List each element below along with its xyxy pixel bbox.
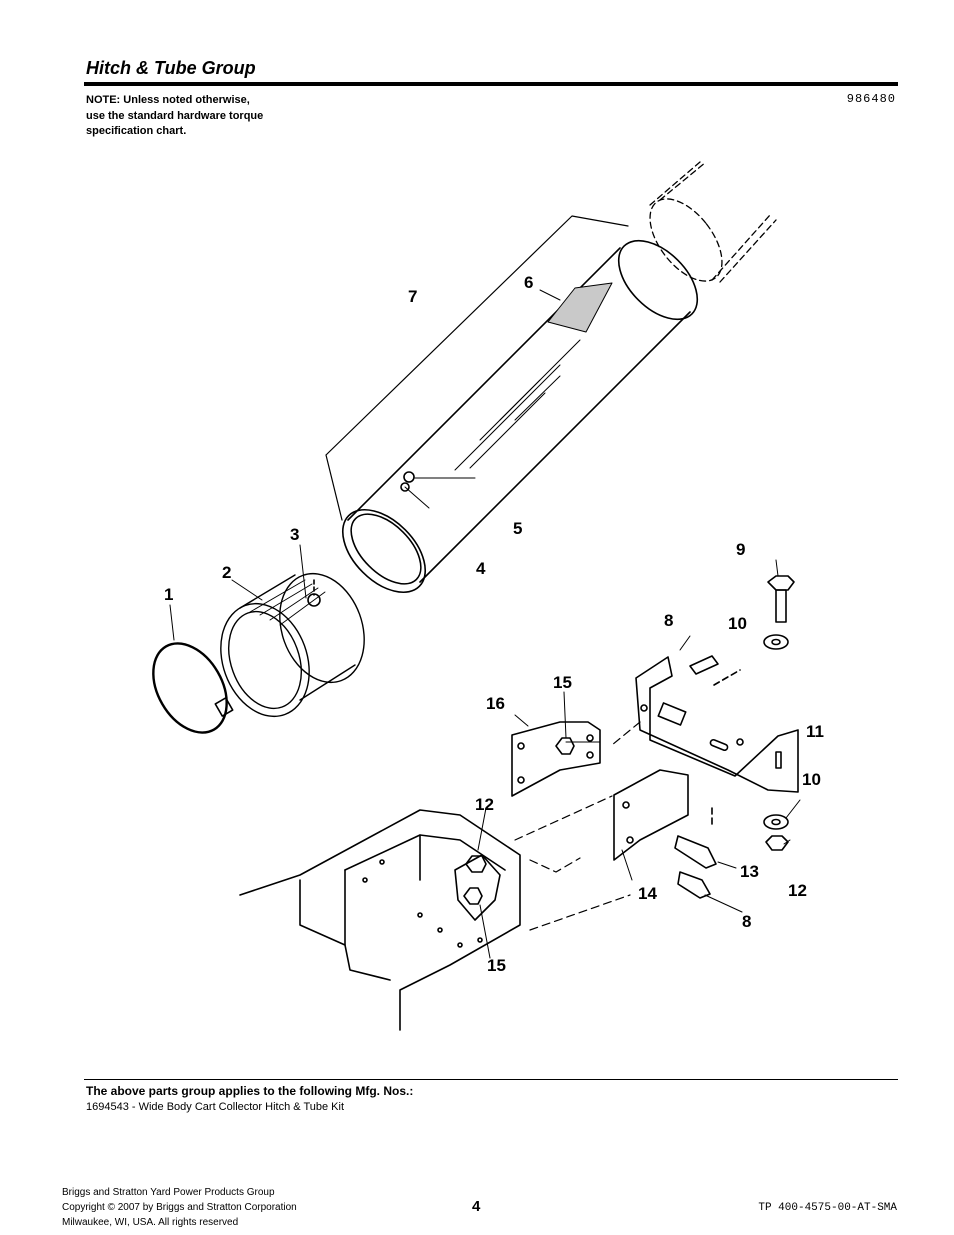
callout-13: 13	[740, 862, 759, 881]
hose-clamp	[152, 642, 228, 734]
callout-4: 4	[476, 559, 486, 578]
callout-12-left: 12	[475, 795, 494, 814]
callout-11: 11	[806, 722, 824, 741]
document-code: TP 400-4575-00-AT-SMA	[758, 1202, 897, 1214]
footer-copyright: Copyright © 2007 by Briggs and Stratton …	[62, 1202, 297, 1213]
item-7-bracket	[325, 215, 629, 521]
mfg-number-item: 1694543 - Wide Body Cart Collector Hitch…	[86, 1101, 345, 1113]
footer-rule	[84, 1079, 898, 1080]
cart-frame	[239, 809, 521, 1031]
applies-heading: The above parts group applies to the fol…	[86, 1084, 414, 1098]
callout-5: 5	[513, 519, 522, 538]
callout-15-lower: 15	[487, 956, 506, 975]
header-rule	[84, 82, 898, 86]
page-number: 4	[472, 1198, 481, 1215]
callout-6: 6	[524, 273, 533, 292]
footer-company-block: Briggs and Stratton Yard Power Products …	[62, 1185, 297, 1230]
torque-note: NOTE: Unless noted otherwise, use the st…	[86, 93, 316, 140]
note-line-1: NOTE: Unless noted otherwise,	[86, 94, 250, 106]
callout-9: 9	[736, 540, 745, 559]
note-line-3: specification chart.	[86, 125, 187, 137]
callout-1: 1	[164, 585, 173, 604]
callout-14: 14	[638, 884, 657, 903]
callout-7: 7	[408, 287, 417, 306]
diagram-number: 986480	[846, 92, 896, 106]
angle-bracket	[613, 769, 689, 861]
exploded-parts-diagram: 1 2 3 4 5 6 7 8 8 9 10 10 11 12 12 13 14…	[152, 161, 824, 1031]
footer-location: Milwaukee, WI, USA. All rights reserved	[62, 1217, 239, 1228]
callout-12-right: 12	[788, 881, 807, 900]
callout-8-lower: 8	[742, 912, 751, 931]
callout-15-upper: 15	[553, 673, 572, 692]
plate-bracket	[511, 721, 601, 797]
hitch-bracket	[635, 656, 799, 793]
flex-hose	[220, 572, 365, 718]
callout-10-upper: 10	[728, 614, 747, 633]
decal	[547, 282, 613, 333]
callout-3: 3	[290, 525, 299, 544]
tube	[341, 239, 699, 594]
footer-company: Briggs and Stratton Yard Power Products …	[62, 1187, 275, 1198]
collector-tube-phantom	[649, 161, 777, 283]
callout-2: 2	[222, 563, 231, 582]
callout-10-lower: 10	[802, 770, 821, 789]
callout-8-upper: 8	[664, 611, 673, 630]
callout-16: 16	[486, 694, 505, 713]
note-line-2: use the standard hardware torque	[86, 109, 264, 122]
page-title: Hitch & Tube Group	[86, 58, 256, 78]
